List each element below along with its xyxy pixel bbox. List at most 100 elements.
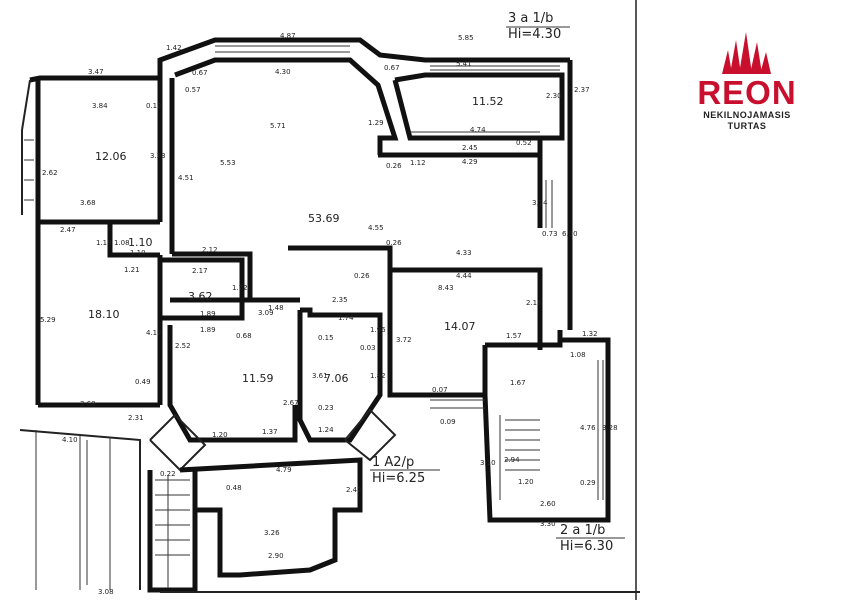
dimension-label: 3.28 xyxy=(602,424,618,432)
dimension-label: 5.29 xyxy=(40,316,56,324)
dimension-label: 3.72 xyxy=(396,336,412,344)
dimension-label: 0.57 xyxy=(185,86,201,94)
dimension-label: 1.82 xyxy=(370,372,386,380)
dimension-label: 3.68 xyxy=(80,199,96,207)
room-area: 3.62 xyxy=(188,290,213,303)
room-area: 11.52 xyxy=(472,95,504,108)
dimension-label: 1.57 xyxy=(506,332,522,340)
dimension-label: 0.12 xyxy=(146,102,162,110)
dimension-label: 1.89 xyxy=(200,326,216,334)
dimension-label: 3.08 xyxy=(98,588,114,596)
dimension-label: 4.76 xyxy=(580,424,596,432)
dimension-label: 3.23 xyxy=(150,152,166,160)
dimension-label: 3.10 xyxy=(480,459,496,467)
dimension-label: 4.79 xyxy=(276,466,292,474)
dimension-label: 0.07 xyxy=(432,386,448,394)
dimension-label: 1.72 xyxy=(232,284,248,292)
dimension-label: 2.90 xyxy=(268,552,284,560)
level-height-upper: Hi=4.30 xyxy=(508,27,561,42)
dimension-label: 2.94 xyxy=(504,456,520,464)
dimension-label: 1.19 xyxy=(96,239,112,247)
dimension-label: 4.74 xyxy=(470,126,486,134)
dimension-label: 0.68 xyxy=(236,332,252,340)
dimension-label: 4.10 xyxy=(62,436,78,444)
dimension-label: 4.29 xyxy=(462,158,478,166)
dimension-label: 0.22 xyxy=(160,470,176,478)
dimension-label: 3.14 xyxy=(532,199,548,207)
dimension-label: 3.30 xyxy=(540,520,556,528)
room-area: 18.10 xyxy=(88,308,120,321)
dimension-label: 4.33 xyxy=(456,249,472,257)
room-area: 12.06 xyxy=(95,150,127,163)
dimension-label: 5.71 xyxy=(270,122,286,130)
dimension-label: 4.87 xyxy=(280,32,296,40)
dimension-label: 3.26 xyxy=(264,529,280,537)
room-area: 7.06 xyxy=(324,372,349,385)
dimension-label: 6.50 xyxy=(562,230,578,238)
dimension-label: 2.42 xyxy=(346,486,362,494)
dimension-label: 2.30 xyxy=(546,92,562,100)
room-area: 14.07 xyxy=(444,320,476,333)
dimension-label: 3.84 xyxy=(92,102,108,110)
dimension-label: 1.74 xyxy=(338,314,354,322)
dimension-label: 5.53 xyxy=(220,159,236,167)
dimension-label: 1.21 xyxy=(124,266,140,274)
dimension-label: 0.26 xyxy=(386,162,402,170)
dimension-label: 3.09 xyxy=(258,309,274,317)
dimension-label: 2.17 xyxy=(192,267,208,275)
dimension-label: 0.15 xyxy=(318,334,334,342)
dimension-label: 2.47 xyxy=(60,226,76,234)
brand-logo: REON NEKILNOJAMASIS TURTAS xyxy=(672,30,822,140)
dimension-label: 0.52 xyxy=(516,139,532,147)
room-area: 53.69 xyxy=(308,212,340,225)
level-label-upper: 3 a 1/b xyxy=(508,11,553,26)
dimension-label: 2.12 xyxy=(202,246,218,254)
dimension-label: 2.16 xyxy=(526,299,542,307)
dimension-label: 1.20 xyxy=(212,431,228,439)
room-areas: 12.06 53.69 11.52 1.10 3.62 18.10 14.07 … xyxy=(88,95,504,385)
dimension-label: 0.26 xyxy=(354,272,370,280)
dimension-label: 1.32 xyxy=(582,330,598,338)
brand-name: REON xyxy=(697,74,797,111)
dimension-label: 3.61 xyxy=(312,372,328,380)
dimension-label: 2.45 xyxy=(462,144,478,152)
dimension-label: 8.43 xyxy=(438,284,454,292)
dimension-label: 4.51 xyxy=(178,174,194,182)
dimension-label: 1.20 xyxy=(518,478,534,486)
window-marks xyxy=(24,45,604,500)
dimension-label: 0.48 xyxy=(226,484,242,492)
dimension-label: 2.31 xyxy=(128,414,144,422)
brand-tagline-line2: TURTAS xyxy=(727,121,767,131)
building-icon xyxy=(722,32,771,74)
dimension-label: 5.85 xyxy=(458,34,474,42)
level-height-middle: Hi=6.25 xyxy=(372,471,425,486)
dimension-label: 1.48 xyxy=(268,304,284,312)
dimension-label: 1.67 xyxy=(510,379,526,387)
dimension-label: 0.03 xyxy=(360,344,376,352)
dimension-label: 2.37 xyxy=(574,86,590,94)
dimension-label: 0.49 xyxy=(135,378,151,386)
floor-plan: 3 a 1/b Hi=4.30 1 A2/p Hi=6.25 2 a 1/b H… xyxy=(19,0,640,600)
dimension-label: 0.67 xyxy=(384,64,400,72)
dimension-labels: 3.47 3.84 0.12 3.23 2.62 3.68 1.42 4.87 … xyxy=(40,32,618,596)
dimension-label: 1.24 xyxy=(318,426,334,434)
level-label-middle: 1 A2/p xyxy=(372,455,414,470)
level-label-lower: 2 a 1/b xyxy=(560,523,605,538)
dimension-label: 0.26 xyxy=(386,239,402,247)
dimension-label: 1.10 xyxy=(130,249,146,257)
dimension-label: 4.30 xyxy=(275,68,291,76)
dimension-label: 4.12 xyxy=(146,329,162,337)
dimension-label: 1.08 xyxy=(114,239,130,247)
dimension-label: 2.62 xyxy=(42,169,58,177)
dimension-label: 2.60 xyxy=(540,500,556,508)
dimension-label: 1.89 xyxy=(200,310,216,318)
dimension-label: 2.52 xyxy=(175,342,191,350)
dimension-label: 0.09 xyxy=(440,418,456,426)
dimension-label: 5.41 xyxy=(456,60,472,68)
dimension-label: 1.37 xyxy=(262,428,278,436)
dimension-label: 0.73 xyxy=(542,230,558,238)
dimension-label: 4.55 xyxy=(368,224,384,232)
dimension-label: 2.67 xyxy=(283,399,299,407)
dimension-label: 1.29 xyxy=(368,119,384,127)
dimension-label: 4.44 xyxy=(456,272,472,280)
